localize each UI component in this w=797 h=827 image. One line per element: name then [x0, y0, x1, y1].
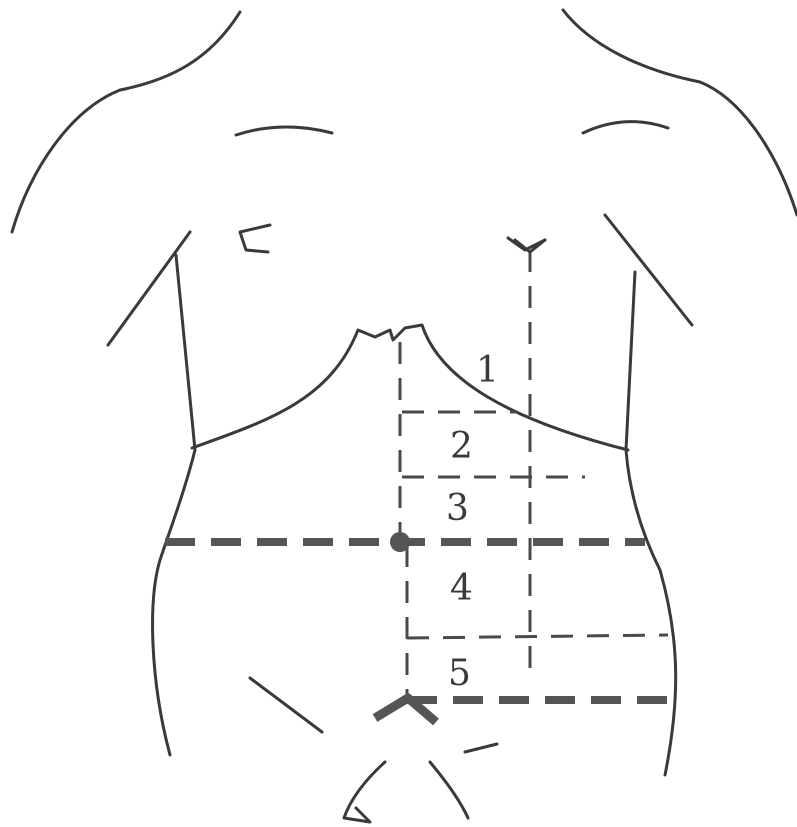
left-flank	[153, 255, 195, 755]
region-label-2: 2	[450, 426, 473, 467]
right-arm-inner-line	[605, 215, 692, 325]
umbilicus-marker	[390, 532, 410, 552]
region-label-5: 5	[448, 653, 471, 694]
region-label-4: 4	[450, 568, 473, 609]
region-labels: 1 2 3 4 5	[446, 350, 499, 694]
left-shoulder-line	[12, 12, 240, 232]
left-thigh-curve	[344, 762, 385, 822]
right-thigh-curve	[430, 762, 468, 818]
rib-margin	[192, 325, 628, 450]
line-region-4-5	[407, 635, 668, 638]
left-arm-inner-line	[108, 232, 190, 345]
right-clavicle	[583, 122, 668, 133]
right-shoulder-line	[563, 10, 797, 215]
left-inguinal-line	[250, 678, 322, 732]
left-clavicle	[236, 127, 332, 135]
region-label-3: 3	[446, 488, 469, 529]
region-label-1: 1	[476, 350, 499, 391]
landmark-grid	[165, 240, 675, 722]
left-nipple-mark	[240, 225, 270, 252]
right-inguinal-line	[465, 744, 497, 752]
